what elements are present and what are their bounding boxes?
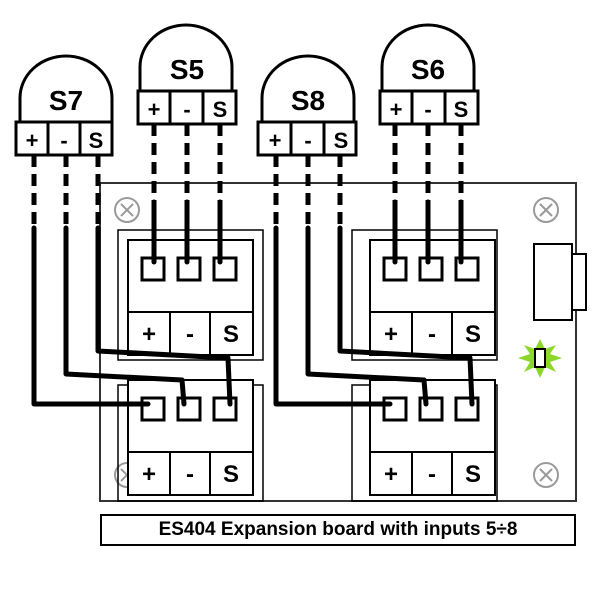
sensor-pin-signal: S bbox=[334, 128, 349, 153]
sensor-pin-minus: - bbox=[304, 128, 311, 153]
terminal-label-plus: + bbox=[384, 461, 398, 488]
sensor-pin-signal: S bbox=[213, 97, 228, 122]
sensor-s5: S5 + - S bbox=[136, 23, 238, 126]
terminal-label-signal: S bbox=[465, 461, 481, 488]
terminal-block-top-right: + - S bbox=[369, 239, 496, 356]
sensor-pin-minus: - bbox=[424, 97, 431, 122]
sensor-pin-signal: S bbox=[89, 128, 104, 153]
sensor-label: S6 bbox=[411, 54, 445, 85]
sensor-pin-minus: - bbox=[60, 128, 67, 153]
sensor-pin-plus: + bbox=[148, 97, 161, 122]
wire-solid-routes bbox=[31, 199, 475, 407]
sensor-s7: S7 + - S bbox=[14, 54, 114, 157]
terminal-block-top-left: + - S bbox=[127, 239, 254, 356]
sensor-label: S8 bbox=[291, 85, 325, 116]
sensor-label: S7 bbox=[49, 85, 83, 116]
terminal-label-minus: - bbox=[186, 321, 194, 348]
terminal-label-plus: + bbox=[142, 461, 156, 488]
connector-icon bbox=[533, 243, 587, 321]
sensor-s8: S8 + - S bbox=[256, 54, 358, 157]
sensor-pin-plus: + bbox=[26, 128, 39, 153]
mounting-hole-icon bbox=[533, 462, 559, 488]
terminal-block-frame bbox=[351, 229, 498, 361]
sensor-pin-minus: - bbox=[183, 97, 190, 122]
diagram-caption: ES404 Expansion board with inputs 5÷8 bbox=[100, 514, 576, 546]
terminal-label-minus: - bbox=[428, 461, 436, 488]
terminal-label-signal: S bbox=[223, 321, 239, 348]
sensor-pin-signal: S bbox=[454, 97, 469, 122]
terminal-block-bottom-left: + - S bbox=[127, 379, 254, 496]
terminal-label-plus: + bbox=[142, 321, 156, 348]
terminal-label-plus: + bbox=[384, 321, 398, 348]
terminal-block-frame bbox=[117, 229, 264, 361]
terminal-label-signal: S bbox=[465, 321, 481, 348]
mounting-hole-icon bbox=[114, 197, 140, 223]
sensor-label: S5 bbox=[170, 54, 204, 85]
sensor-s6: S6 + - S bbox=[378, 23, 480, 126]
sensor-pin-plus: + bbox=[269, 128, 282, 153]
led-icon bbox=[518, 339, 562, 378]
terminal-label-minus: - bbox=[428, 321, 436, 348]
mounting-hole-icon bbox=[533, 197, 559, 223]
wire-dashed-segments bbox=[31, 124, 464, 228]
sensor-pin-plus: + bbox=[390, 97, 403, 122]
terminal-label-minus: - bbox=[186, 461, 194, 488]
terminal-block-bottom-right: + - S bbox=[369, 379, 496, 496]
terminal-label-signal: S bbox=[223, 461, 239, 488]
